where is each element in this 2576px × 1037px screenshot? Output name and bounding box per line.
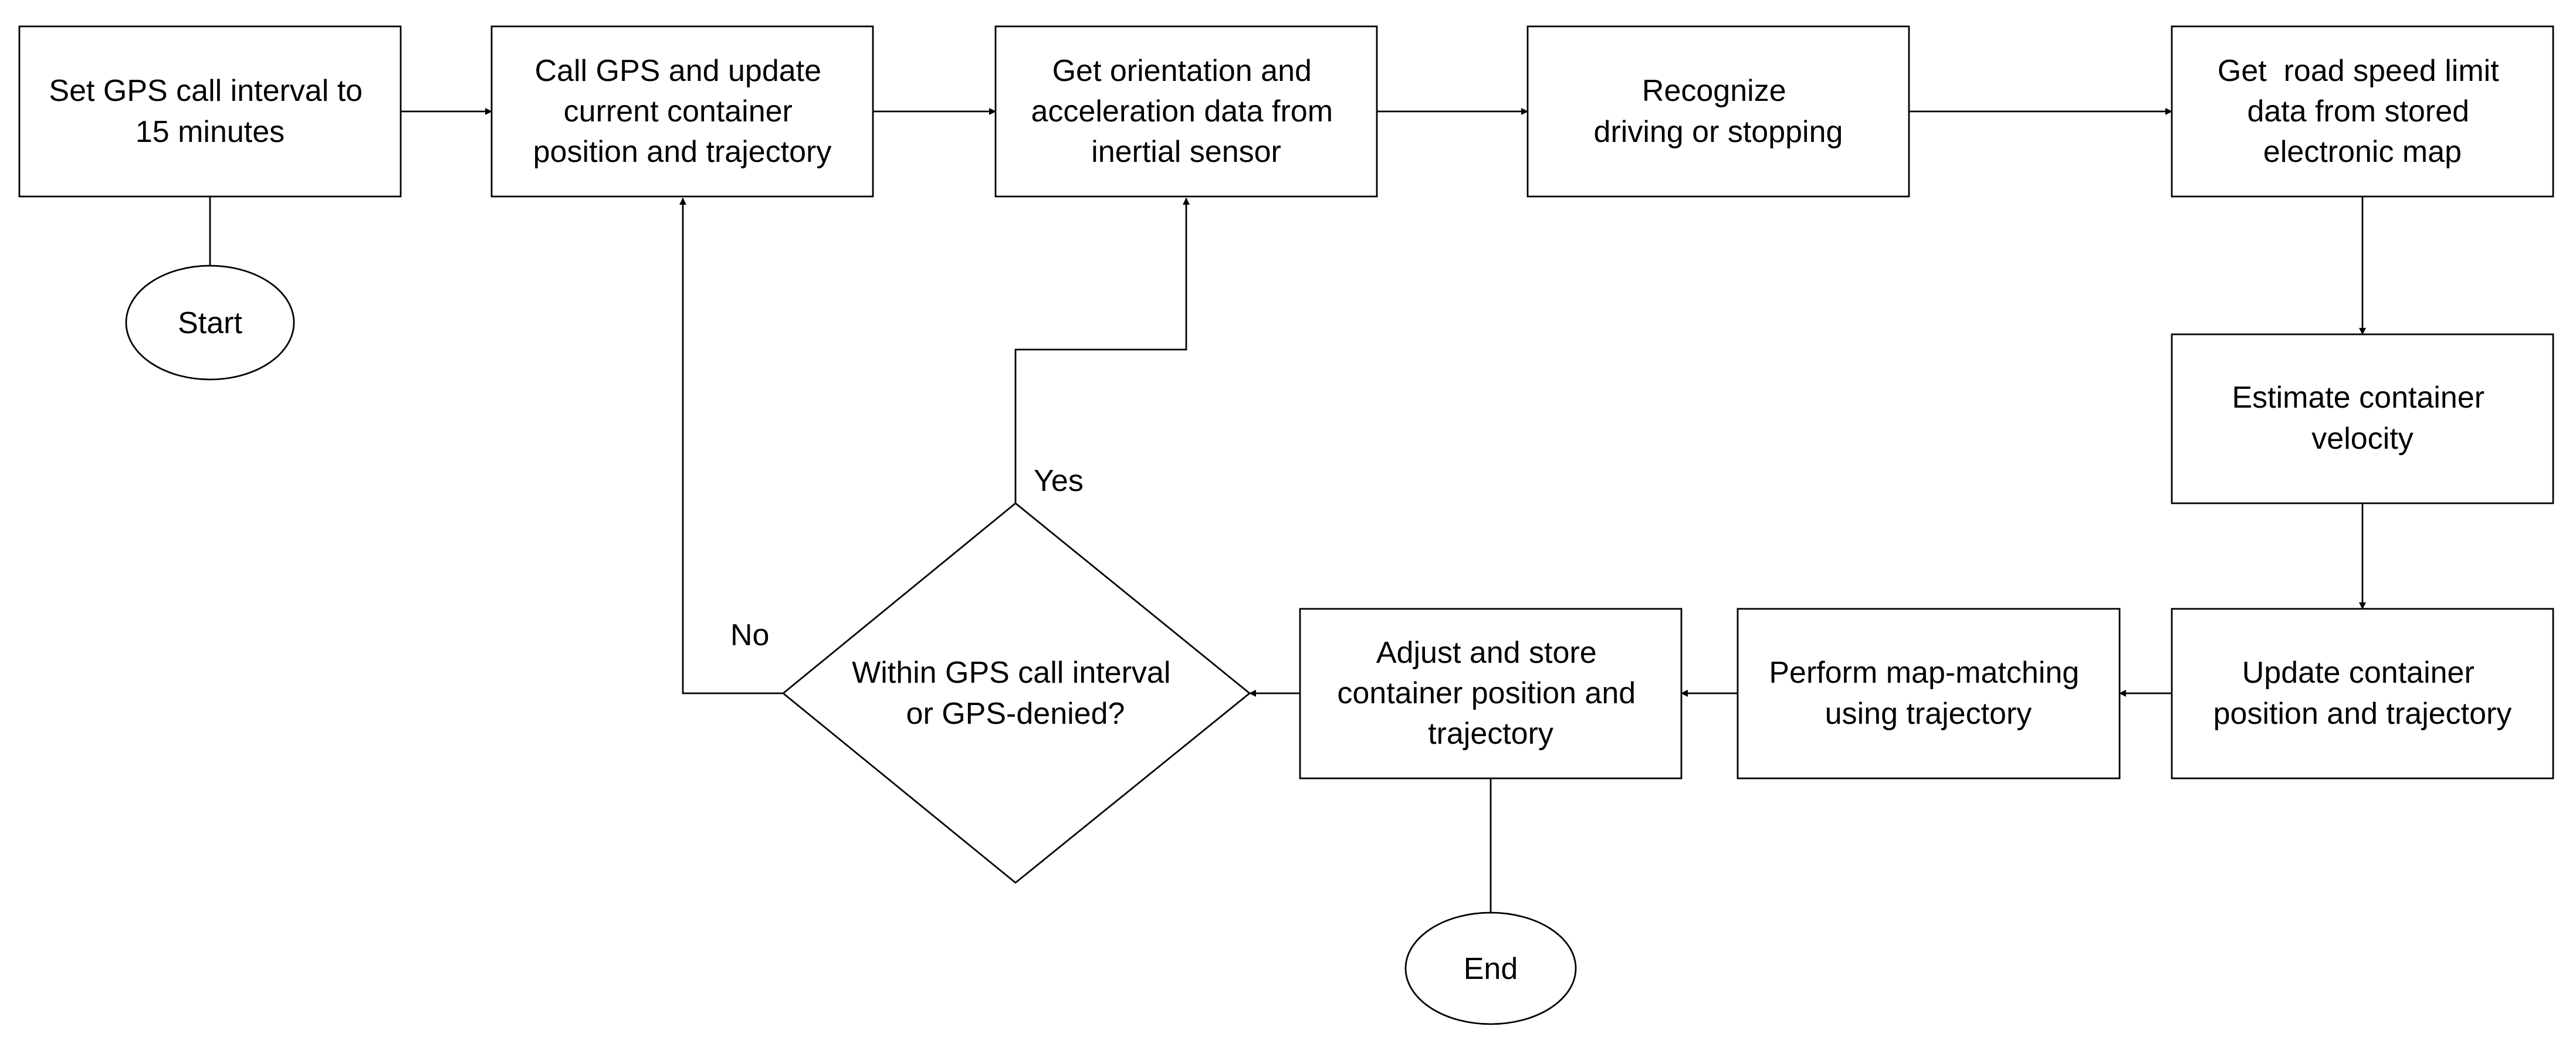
node-get-speed-limit-line: Get road speed limit	[2218, 54, 2499, 88]
edge-decision-no	[679, 198, 783, 694]
node-set-interval-line: Set GPS call interval to	[49, 74, 363, 108]
node-update-position-line: position and trajectory	[2213, 697, 2512, 731]
svg-text:Start: Start	[178, 306, 242, 340]
node-adjust-store-line: trajectory	[1428, 717, 1553, 751]
node-recognize: Recognize driving or stopping	[1526, 25, 1910, 198]
node-end-label: End	[1464, 952, 1518, 986]
svg-text:Update container positio: Update container position and trajectory	[2213, 656, 2512, 731]
node-end: End	[1404, 911, 1577, 1025]
node-get-orientation-line: Get orientation and	[1052, 54, 1312, 88]
node-recognize-line: driving or stopping	[1594, 115, 1843, 149]
node-map-matching: Perform map-matching using trajectory	[1736, 608, 2121, 780]
svg-text:Adjust and store contain: Adjust and store container position and …	[1337, 636, 1644, 751]
node-set-interval: Set GPS call interval to 15 minutes	[18, 25, 402, 198]
node-estimate-velocity-line: velocity	[2311, 422, 2413, 456]
edge-decision-yes	[1014, 198, 1190, 503]
node-get-orientation-line: inertial sensor	[1091, 135, 1281, 169]
node-get-speed-limit-line: data from stored	[2247, 94, 2469, 128]
node-call-gps-line: current container	[564, 94, 793, 128]
svg-text:Get road speed limit da: Get road speed limit data from stored el…	[2218, 54, 2507, 169]
svg-text:Within GPS call interval: Within GPS call interval or GPS-denied?	[852, 656, 1179, 731]
node-decision-line: Within GPS call interval	[852, 656, 1170, 690]
node-map-matching-line: using trajectory	[1825, 697, 2032, 731]
node-adjust-store: Adjust and store container position and …	[1299, 608, 1683, 780]
node-start-label: Start	[178, 306, 242, 340]
node-update-position: Update container position and trajectory	[2171, 608, 2554, 780]
node-call-gps-line: position and trajectory	[533, 135, 832, 169]
svg-text:Get orientation and acce: Get orientation and acceleration data fr…	[1031, 54, 1342, 169]
node-estimate-velocity: Estimate container velocity	[2171, 333, 2554, 504]
edge-label-yes: Yes	[1034, 464, 1084, 498]
svg-text:Set GPS call interval to: Set GPS call interval to 15 minutes	[49, 74, 371, 149]
svg-text:Call GPS and update curr: Call GPS and update current container po…	[533, 54, 832, 169]
edges	[209, 108, 2366, 913]
node-set-interval-line: 15 minutes	[136, 115, 285, 149]
svg-text:Recognize driving or sto: Recognize driving or stopping	[1594, 74, 1843, 149]
node-get-speed-limit: Get road speed limit data from stored el…	[2171, 25, 2554, 198]
svg-text:Estimate container veloc: Estimate container velocity	[2232, 381, 2493, 456]
edge-label-no: No	[730, 618, 769, 652]
node-get-orientation: Get orientation and acceleration data fr…	[994, 25, 1378, 198]
svg-text:End: End	[1464, 952, 1518, 986]
node-adjust-store-line: Adjust and store	[1376, 636, 1597, 670]
node-call-gps-line: Call GPS and update	[535, 54, 822, 88]
node-get-orientation-line: acceleration data from	[1031, 94, 1333, 128]
node-decision-line: or GPS-denied?	[906, 697, 1125, 731]
svg-text:Perform map-matching usi: Perform map-matching using trajectory	[1769, 656, 2087, 731]
node-start: Start	[125, 265, 295, 381]
node-estimate-velocity-line: Estimate container	[2232, 381, 2484, 415]
node-map-matching-line: Perform map-matching	[1769, 656, 2079, 690]
node-recognize-line: Recognize	[1642, 74, 1786, 108]
node-call-gps: Call GPS and update current container po…	[490, 25, 874, 198]
node-decision: Within GPS call interval or GPS-denied?	[781, 502, 1251, 884]
node-update-position-line: Update container	[2242, 656, 2475, 690]
node-get-speed-limit-line: electronic map	[2263, 135, 2462, 169]
node-adjust-store-line: container position and	[1337, 676, 1636, 710]
